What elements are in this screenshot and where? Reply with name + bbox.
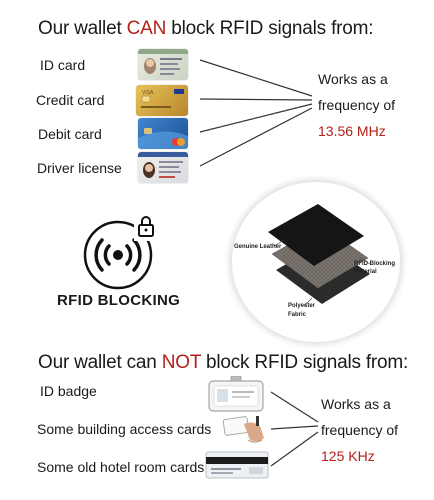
layer-polyester-line2: Fabric	[288, 312, 307, 318]
bottom-heading-emphasis: NOT	[161, 352, 201, 373]
rfid-signal-lock-icon	[76, 213, 162, 291]
credit-card-icon: VISA	[136, 85, 188, 116]
id-badge-icon	[205, 375, 267, 412]
svg-text:VISA: VISA	[142, 90, 154, 96]
layer-blocking-line2: Material	[354, 269, 377, 275]
top-heading: Our wallet CAN block RFID signals from:	[38, 18, 374, 40]
driver-license-icon	[138, 152, 188, 183]
bottom-heading-suffix: block RFID signals from:	[200, 352, 409, 373]
layer-blocking-line1: RFID Blocking	[354, 261, 396, 267]
item-credit-card-label: Credit card	[36, 92, 105, 108]
top-frequency-block: Works as a frequency of 13.56 MHz	[318, 66, 395, 144]
item-id-badge-label: ID badge	[40, 383, 97, 399]
layer-polyester-label: Polyester Fabric	[288, 302, 315, 320]
layer-leather-label: Genuine Leather	[234, 244, 282, 250]
item-access-card-label: Some building access cards	[37, 421, 212, 437]
bottom-heading: Our wallet can NOT block RFID signals fr…	[38, 352, 408, 374]
top-heading-emphasis: CAN	[126, 18, 167, 39]
id-card-icon	[138, 49, 188, 80]
item-driver-license-label: Driver license	[37, 160, 122, 176]
item-hotel-card-label: Some old hotel room cards	[37, 459, 205, 475]
access-card-icon	[220, 410, 268, 444]
bottom-frequency-value: 125 KHz	[321, 448, 375, 464]
top-works-line1: Works as a	[318, 71, 388, 87]
rfid-blocking-label: RFID BLOCKING	[57, 292, 181, 309]
item-id-card-label: ID card	[40, 57, 86, 73]
bottom-frequency-block: Works as a frequency of 125 KHz	[321, 391, 398, 469]
debit-card-icon	[138, 118, 188, 149]
top-heading-suffix: block RFID signals from:	[166, 18, 374, 39]
bottom-heading-prefix: Our wallet can	[38, 352, 162, 373]
hotel-key-card-icon	[205, 451, 269, 479]
layer-blocking-label: RFID Blocking Material	[354, 260, 395, 276]
bottom-works-line1: Works as a	[321, 396, 391, 412]
item-debit-card-label: Debit card	[38, 126, 102, 142]
bottom-works-line2: frequency of	[321, 422, 399, 438]
top-works-line2: frequency of	[318, 97, 396, 113]
layer-polyester-line1: Polyester	[288, 303, 316, 309]
top-frequency-value: 13.56 MHz	[318, 123, 386, 139]
top-heading-prefix: Our wallet	[38, 18, 127, 39]
layered-material-icon: Genuine Leather RFID Blocking Material P…	[232, 182, 400, 342]
